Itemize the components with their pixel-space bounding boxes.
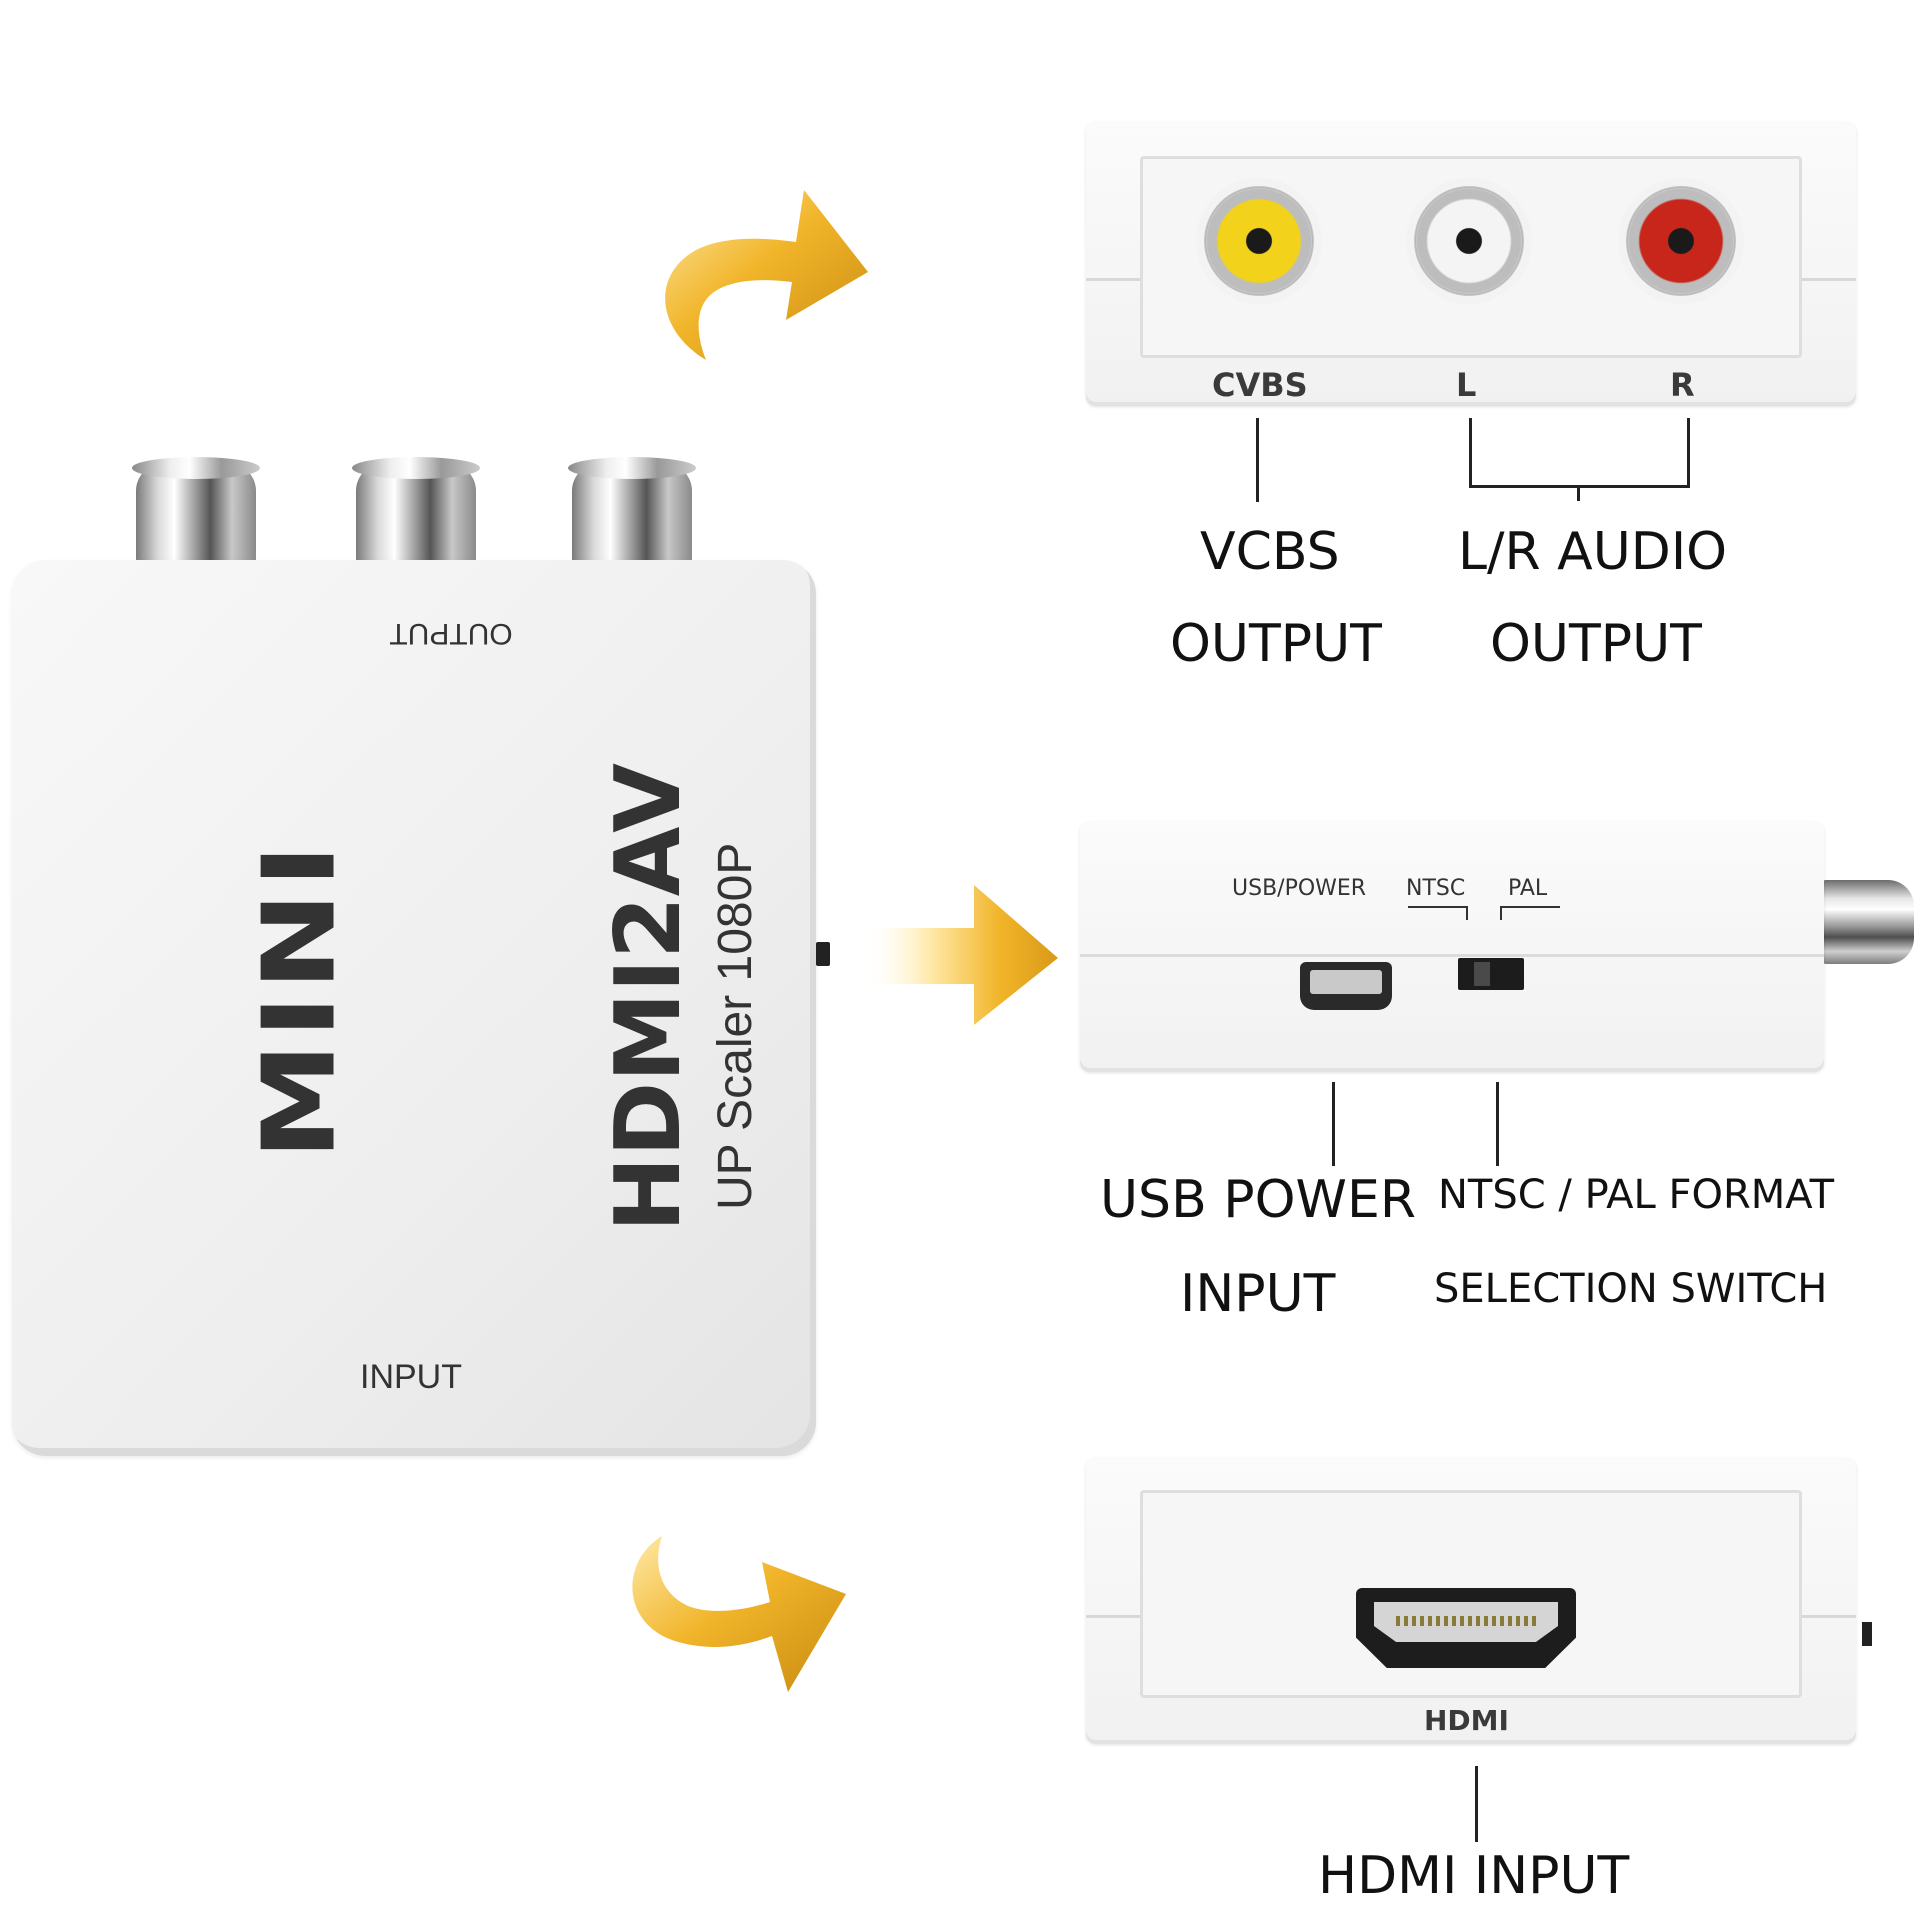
caption-usb-input: INPUT xyxy=(1180,1264,1336,1324)
caption-selection-switch: SELECTION SWITCH xyxy=(1434,1266,1828,1312)
pointer-line xyxy=(1475,1766,1478,1842)
rca-post-middle xyxy=(352,457,480,563)
curved-arrow-icon-bottom xyxy=(632,1536,846,1692)
jack-label-r: R xyxy=(1670,366,1695,404)
pointer-line xyxy=(1469,418,1472,488)
caption-ntsc-pal-format: NTSC / PAL FORMAT xyxy=(1438,1172,1834,1218)
panel-seam xyxy=(1086,278,1142,281)
jack-label-l: L xyxy=(1456,366,1477,404)
jack-label-cvbs: CVBS xyxy=(1212,366,1308,404)
pal-bracket xyxy=(1500,906,1560,920)
converter-device xyxy=(12,560,816,1456)
caption-hdmi-input: HDMI INPUT xyxy=(1318,1846,1630,1906)
caption-lr-audio: L/R AUDIO xyxy=(1458,522,1728,582)
caption-usb-power: USB POWER xyxy=(1100,1170,1416,1230)
panel-label-usb-power: USB/POWER xyxy=(1232,876,1367,901)
device-output-label: OUTPUT xyxy=(389,617,513,650)
audio-jack-right-red xyxy=(1618,178,1744,304)
rca-post-side xyxy=(1822,880,1914,964)
ntsc-bracket xyxy=(1408,906,1468,920)
rca-post-right xyxy=(568,457,696,563)
device-input-label: INPUT xyxy=(360,1358,462,1396)
device-brand-mini: MINI xyxy=(240,840,358,1160)
rca-post-left xyxy=(132,457,260,563)
device-side-nub xyxy=(816,942,830,966)
panel-side-nub xyxy=(1862,1622,1872,1646)
panel-label-pal: PAL xyxy=(1508,876,1548,901)
pointer-line xyxy=(1687,418,1690,488)
pointer-line xyxy=(1496,1082,1499,1166)
caption-vcbs-output: OUTPUT xyxy=(1170,614,1382,674)
mini-usb-port-inner xyxy=(1310,970,1382,994)
cvbs-jack-yellow xyxy=(1196,178,1322,304)
audio-jack-left-white xyxy=(1406,178,1532,304)
device-model-label: HDMI2AV xyxy=(596,763,701,1232)
device-subtitle-label: UP Scaler 1080P xyxy=(709,842,762,1210)
pointer-line xyxy=(1577,485,1580,501)
ntsc-pal-switch xyxy=(1458,958,1524,990)
panel-seam xyxy=(1086,1615,1142,1618)
port-label-hdmi: HDMI xyxy=(1424,1704,1509,1737)
hdmi-port-pins xyxy=(1396,1616,1536,1626)
panel-seam xyxy=(1800,1615,1856,1618)
panel-label-ntsc: NTSC xyxy=(1406,876,1466,901)
caption-lr-output: OUTPUT xyxy=(1490,614,1702,674)
switch-knob xyxy=(1474,962,1490,986)
panel-seam xyxy=(1800,278,1856,281)
curved-arrow-icon-top xyxy=(665,190,868,360)
panel-seam xyxy=(1080,954,1824,957)
usb-switch-panel xyxy=(1080,822,1824,1072)
caption-vcbs: VCBS xyxy=(1200,522,1340,582)
pointer-line xyxy=(1332,1082,1335,1166)
straight-arrow-icon-middle xyxy=(862,885,1058,1025)
pointer-line xyxy=(1256,418,1259,502)
